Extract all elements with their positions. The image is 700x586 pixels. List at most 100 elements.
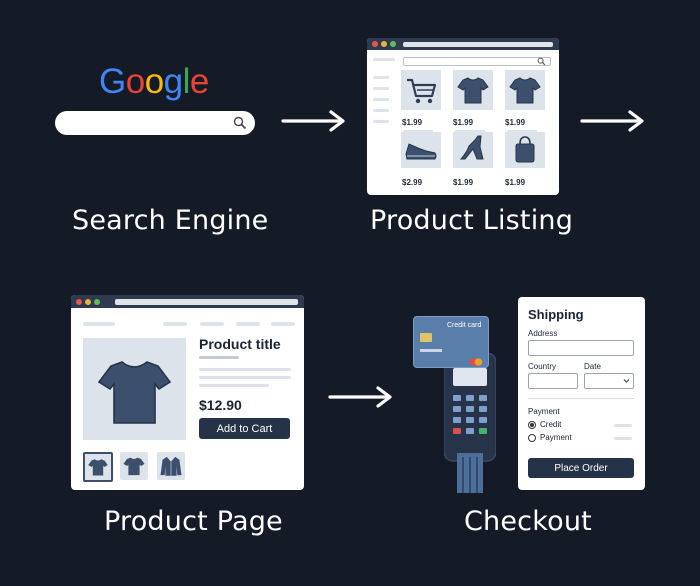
search-icon[interactable] [233,116,247,130]
card-brand-icon [469,353,483,366]
credit-radio[interactable] [528,421,536,429]
divider [528,398,634,399]
country-label: Country [528,362,557,371]
payment-option-label: Payment [540,433,572,442]
product-title: Product title [199,336,281,352]
payment-label: Payment [528,407,560,416]
payment-radio[interactable] [528,434,536,442]
sneaker-icon [405,143,437,160]
rating-bar [507,130,537,133]
option-detail-line [614,424,632,427]
product-tile[interactable] [401,132,441,168]
nav-link[interactable] [83,322,115,326]
bag-icon [515,136,535,163]
minimize-dot-icon[interactable] [381,41,387,47]
credit-card: Credit card [413,316,489,368]
logo-letter: o [144,62,164,101]
jacket-icon [160,456,182,476]
product-price: $12.90 [199,397,242,413]
date-label: Date [584,362,601,371]
close-dot-icon[interactable] [76,299,82,305]
product-tile[interactable] [453,70,493,110]
product-thumbnail[interactable] [157,452,185,480]
nav-link[interactable] [236,322,260,326]
product-tile[interactable] [453,132,493,168]
product-price: $1.99 [505,118,526,127]
high-heel-icon [459,135,484,160]
sidebar-filter[interactable] [373,87,389,90]
sidebar-filter[interactable] [373,76,389,79]
logo-letter: o [125,62,145,101]
date-select[interactable] [584,373,634,389]
product-price: $1.99 [505,178,526,187]
product-tile[interactable] [401,70,441,110]
product-price: $1.99 [453,178,474,187]
listing-search-bar[interactable] [403,57,551,66]
arrow-right-icon [281,110,345,132]
maximize-dot-icon[interactable] [390,41,396,47]
card-label: Credit card [447,322,482,329]
product-tile[interactable] [505,70,545,110]
address-bar[interactable] [403,42,553,47]
minimize-dot-icon[interactable] [85,299,91,305]
chevron-down-icon [623,379,630,383]
logo-letter: g [163,62,183,101]
close-dot-icon[interactable] [372,41,378,47]
address-bar[interactable] [115,299,298,305]
tshirt-icon [88,459,108,476]
product-thumbnail[interactable] [83,452,113,482]
product-image [83,338,186,440]
logo-letter: l [182,62,191,101]
sidebar-filter[interactable] [373,120,389,123]
sidebar-filter[interactable] [373,109,389,112]
nav-link[interactable] [271,322,295,326]
option-detail-line [614,437,632,440]
country-field[interactable] [528,373,578,389]
google-logo: Google [99,62,209,102]
arrow-right-icon [328,386,392,408]
cart-icon [407,78,437,104]
stage-label-product-page: Product Page [104,506,283,537]
product-price: $1.99 [402,118,423,127]
product-thumbnail[interactable] [120,452,148,480]
nav-link[interactable] [200,322,224,326]
sidebar-filter[interactable] [373,58,395,61]
card-chip-icon [420,333,432,342]
product-page-window: Product title $12.90 Add to Cart [71,295,304,490]
arrow-right-icon [580,110,644,132]
search-input[interactable] [55,111,255,135]
product-price: $2.99 [402,178,423,187]
stage-label-product-listing: Product Listing [370,205,574,236]
form-heading: Shipping [528,307,584,322]
card-number-line [420,349,442,352]
tshirt-icon [123,457,145,476]
nav-link[interactable] [163,322,187,326]
credit-option-label: Credit [540,420,562,429]
place-order-button[interactable]: Place Order [528,458,634,478]
description-line [199,384,269,387]
product-listing-window: $1.99 $1.99 $1.99 $2.99 $1.99 $1.99 [367,38,559,195]
logo-letter: G [99,62,126,101]
rating-bar [403,130,433,133]
description-line [199,368,291,371]
shipping-form: Shipping Address Country Date Payment Cr… [518,297,645,490]
payment-terminal [443,352,497,493]
maximize-dot-icon[interactable] [94,299,100,305]
tshirt-icon [457,77,489,104]
search-icon[interactable] [537,57,546,66]
description-line [199,376,291,379]
tshirt-icon [97,361,172,424]
add-to-cart-button[interactable]: Add to Cart [199,418,290,439]
product-tile[interactable] [505,132,545,168]
address-field[interactable] [528,340,634,356]
stage-label-search-engine: Search Engine [72,205,269,236]
tshirt-icon [509,77,541,104]
product-price: $1.99 [453,118,474,127]
card-reader-icon [443,352,497,493]
sidebar-filter[interactable] [373,98,389,101]
rating-bar [455,130,485,133]
logo-letter: e [189,62,209,101]
address-label: Address [528,329,558,338]
stage-label-checkout: Checkout [464,506,592,537]
title-underline [199,356,239,359]
